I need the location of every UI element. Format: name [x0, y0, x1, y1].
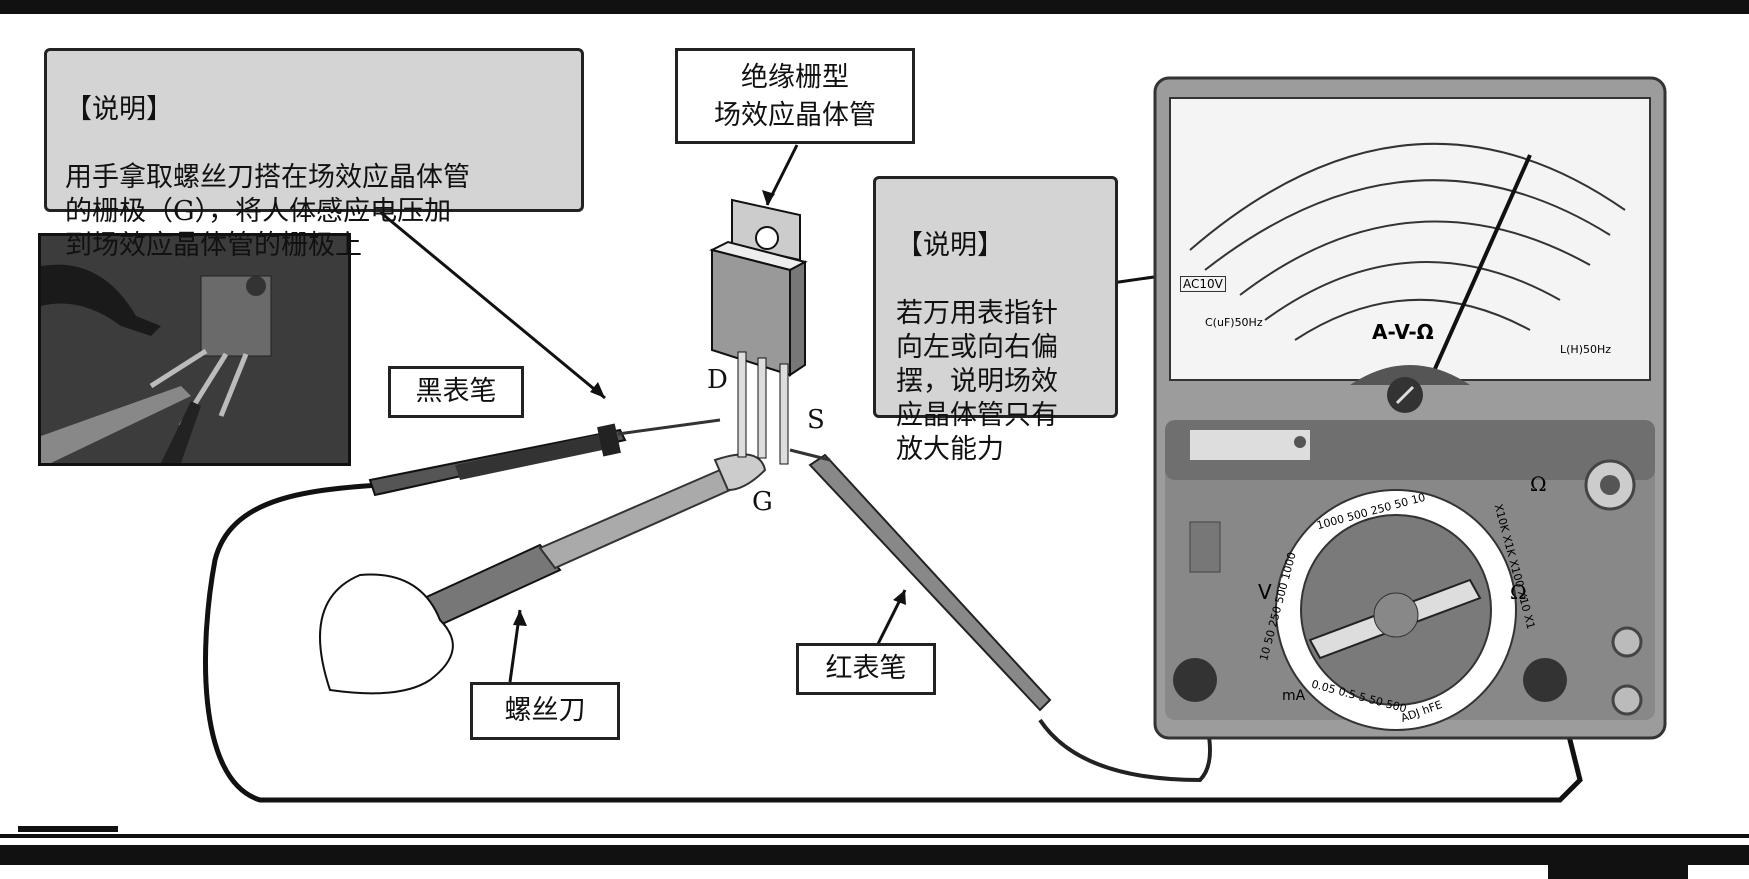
- transistor: [709, 198, 808, 465]
- dial-v-label: V: [1258, 580, 1272, 604]
- note-left-title: 【说明】: [65, 94, 173, 125]
- ac10v-label: AC10V: [1180, 276, 1226, 292]
- meter-scale: [1189, 142, 1626, 341]
- arrow-left-note: [379, 210, 606, 400]
- bottom-border-thin: [0, 834, 1749, 838]
- bottom-left-tick: [18, 826, 118, 832]
- bottom-corner-block: [1548, 860, 1688, 879]
- label-screwdriver: 螺丝刀: [470, 682, 620, 740]
- photo-inset: [38, 233, 351, 466]
- hand: [319, 573, 454, 695]
- dial-ma-label: mA: [1282, 688, 1306, 704]
- note-left-body: 用手拿取螺丝刀搭在场效应晶体管 的栅极（G），将人体感应电压加 到场效应晶体管的…: [65, 162, 470, 261]
- red-probe: [789, 448, 1052, 712]
- note-right: 【说明】 若万用表指针 向左或向右偏 摆，说明场效 应晶体管只有 放大能力: [873, 176, 1118, 465]
- label-transistor: 绝缘栅型 场效应晶体管: [675, 48, 915, 144]
- black-probe: [368, 418, 721, 497]
- meter-pivot: [1350, 365, 1470, 385]
- note-left: 【说明】 用手拿取螺丝刀搭在场效应晶体管 的栅极（G），将人体感应电压加 到场效…: [44, 48, 584, 261]
- label-red-probe: 红表笔: [796, 643, 936, 695]
- label-black-probe: 黑表笔: [388, 366, 524, 418]
- screwdriver: [418, 453, 767, 627]
- meter-needle: [1428, 154, 1532, 381]
- avo-label: A-V-Ω: [1372, 320, 1434, 344]
- omega-adj-label: Ω: [1530, 472, 1547, 496]
- dial-ohm-label: Ω: [1510, 580, 1527, 604]
- black-lead-wire: [203, 482, 1583, 803]
- note-right-body: 若万用表指针 向左或向右偏 摆，说明场效 应晶体管只有 放大能力: [896, 298, 1058, 465]
- ind-scale-label: L(H)50Hz: [1560, 343, 1612, 356]
- top-border-bar: [0, 0, 1749, 14]
- pin-label-d: D: [707, 365, 728, 395]
- note-right-title: 【说明】: [896, 230, 1004, 261]
- pin-label-g: G: [752, 487, 773, 517]
- pin-label-s: S: [807, 405, 825, 435]
- cap-scale-label: C(uF)50Hz: [1205, 316, 1263, 329]
- bottom-border-bar: [0, 845, 1749, 865]
